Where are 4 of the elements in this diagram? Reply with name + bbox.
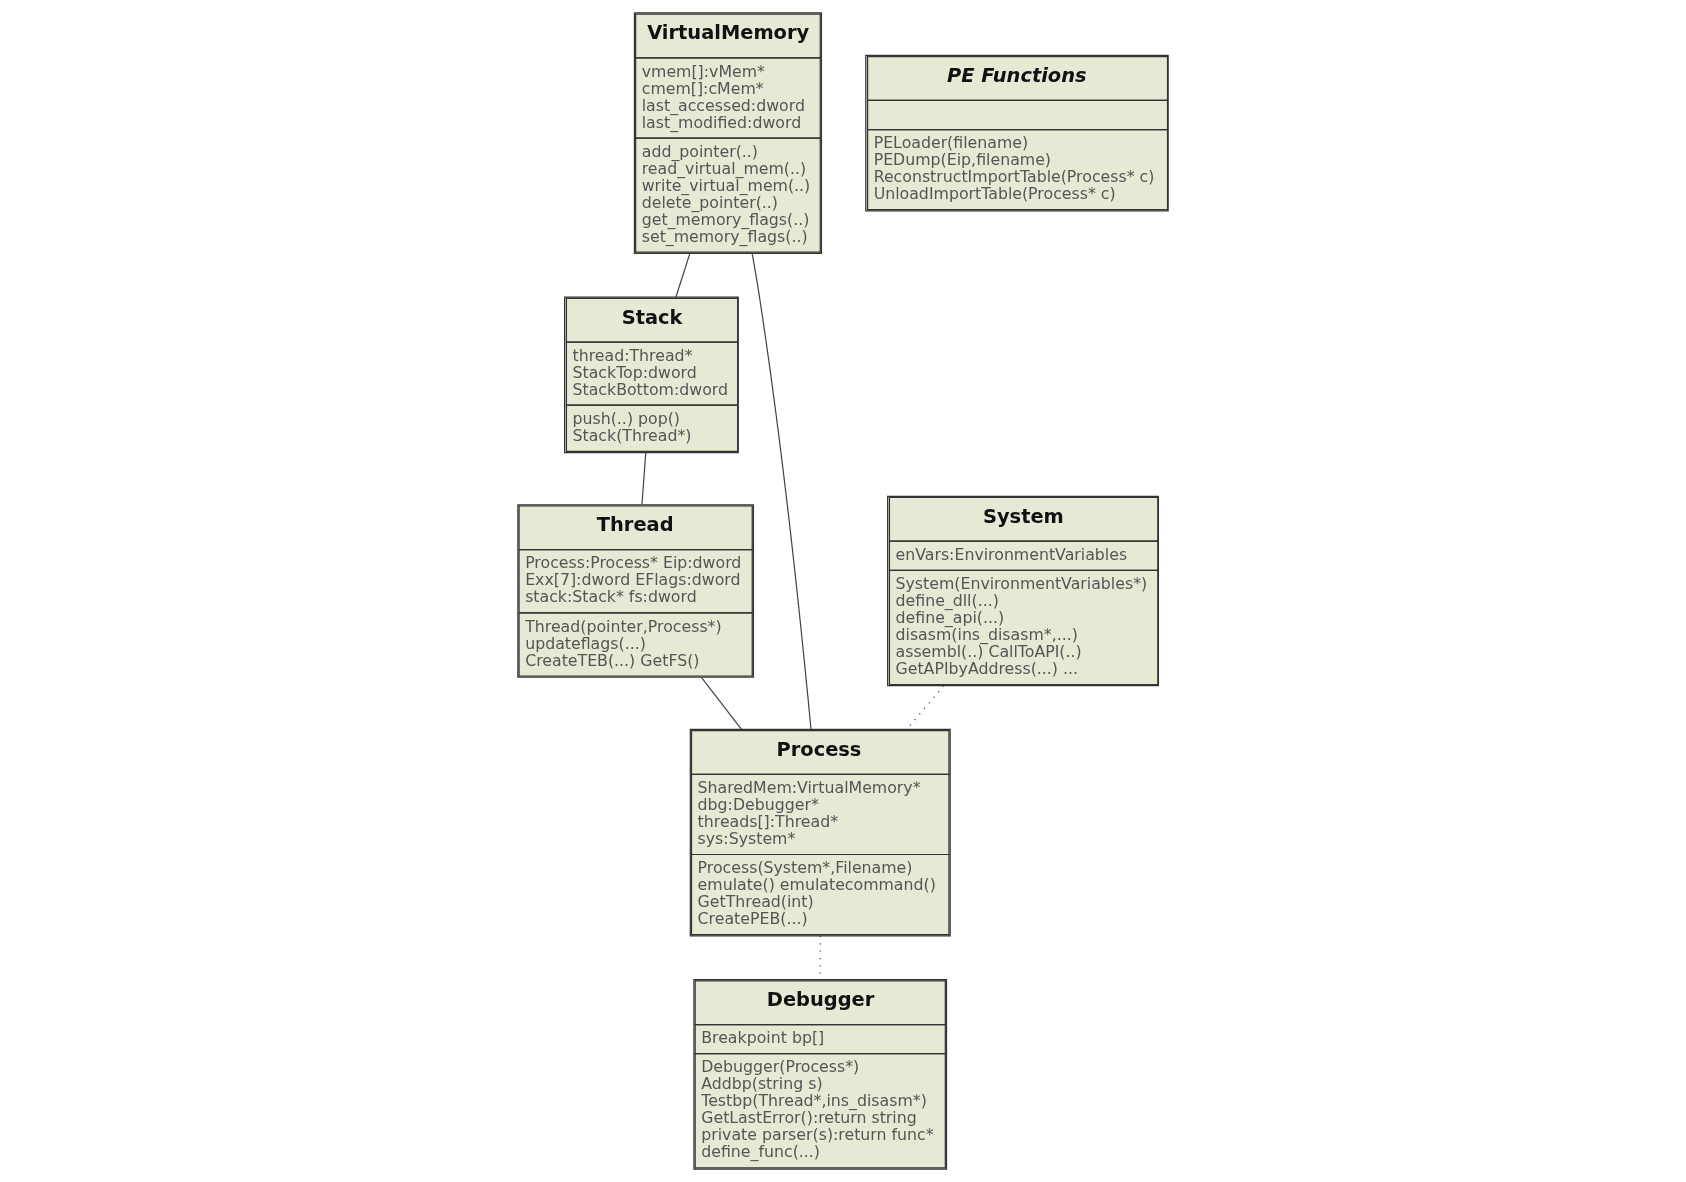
connector (751, 253, 812, 730)
connector (675, 253, 691, 298)
connector (700, 676, 742, 730)
connector (641, 452, 647, 506)
